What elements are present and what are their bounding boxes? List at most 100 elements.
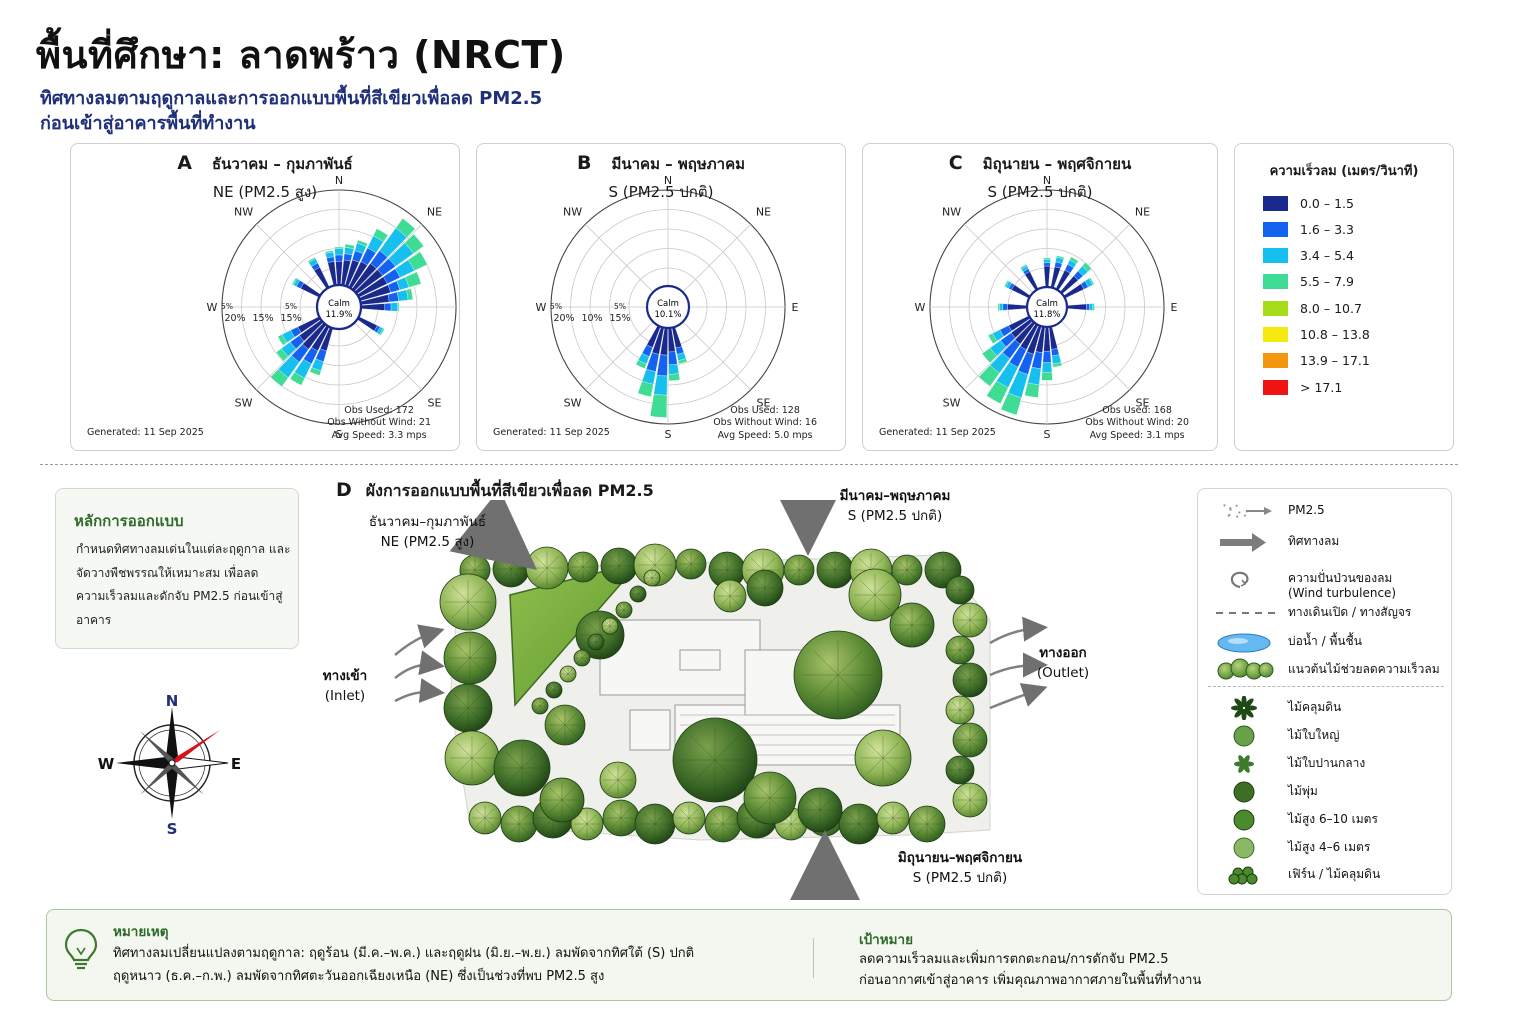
pond-icon — [1216, 630, 1278, 654]
site-legend-label: บ่อน้ำ / พื้นชื้น — [1288, 634, 1362, 649]
tree-canopy — [784, 555, 814, 585]
groundcover-icon — [1216, 696, 1278, 720]
tree-canopy — [839, 804, 879, 844]
ring-label: 5% — [614, 302, 626, 311]
tree-canopy — [494, 740, 550, 796]
site-legend-label: ไม้พุ่ม — [1288, 784, 1318, 799]
compass-label: SW — [235, 396, 253, 409]
tree-canopy — [574, 650, 590, 666]
tree-tall-icon — [1216, 808, 1278, 832]
outlet-label: ทางออก (Outlet) — [1018, 643, 1108, 683]
lightbulb-icon — [63, 926, 99, 970]
wind-rose-bar — [385, 303, 391, 311]
compass-label: W — [207, 301, 218, 314]
large-leaf-icon — [1216, 724, 1278, 748]
panel-direction: NE (PM2.5 สูง) — [71, 180, 459, 204]
generated-date: Generated: 11 Sep 2025 — [493, 427, 610, 438]
legend-label: 5.5 – 7.9 — [1300, 274, 1354, 289]
tree-canopy — [953, 603, 987, 637]
dashed-path-icon — [1216, 601, 1278, 625]
legend-row: 5.5 – 7.9 — [1263, 274, 1354, 290]
panel-letter: C — [949, 152, 963, 174]
ne-wind-label: ธันวาคม–กุมภาพันธ์ NE (PM2.5 สูง) — [355, 512, 500, 552]
wind-rose-bar — [669, 374, 680, 381]
wind-rose-bar — [1043, 351, 1051, 362]
inlet-label: ทางเข้า (Inlet) — [300, 666, 390, 706]
legend-row: 10.8 – 13.8 — [1263, 327, 1370, 343]
site-legend-row: ไม้คลุมดิน — [1198, 696, 1451, 720]
legend-swatch — [1263, 301, 1288, 316]
compass-rose-icon: N S W E — [92, 690, 252, 840]
subtitle-line-1: ทิศทางลมตามฤดูกาลและการออกแบบพื้นที่สีเข… — [40, 86, 542, 111]
page-subtitle: ทิศทางลมตามฤดูกาลและการออกแบบพื้นที่สีเข… — [40, 86, 542, 136]
ring-label: 20% — [553, 313, 574, 324]
tree-canopy — [600, 762, 636, 798]
tree-canopy — [603, 800, 639, 836]
tree-mid-icon — [1216, 836, 1278, 860]
ring-label: 5% — [221, 302, 233, 311]
ne-season: ธันวาคม–กุมภาพันธ์ — [355, 512, 500, 532]
pm25-icon — [1216, 499, 1278, 523]
wind-rose-bar — [1000, 303, 1003, 310]
legend-label: 10.8 – 13.8 — [1300, 327, 1370, 342]
tree-canopy — [545, 705, 585, 745]
turbulence-icon — [1216, 567, 1278, 591]
site-legend-row: PM2.5 — [1198, 499, 1451, 523]
calm-label: Calm — [657, 299, 679, 309]
ring-label: 5% — [285, 302, 297, 311]
tree-canopy — [909, 806, 945, 842]
tree-canopy — [946, 636, 974, 664]
note-separator — [813, 938, 814, 978]
tree-canopy — [676, 549, 706, 579]
tree-canopy — [953, 723, 987, 757]
note-title: หมายเหตุ — [113, 920, 169, 942]
compass-label: NW — [234, 206, 253, 219]
subtitle-line-2: ก่อนเข้าสู่อาคารพื้นที่ทำงาน — [40, 111, 542, 136]
wind-rose-bar — [1042, 362, 1052, 372]
design-principle-box: หลักการออกแบบ กำหนดทิศทางลมเด่นในแต่ละฤด… — [55, 488, 299, 649]
tree-canopy — [673, 802, 705, 834]
medium-leaf-icon — [1216, 752, 1278, 776]
section-divider — [40, 464, 1458, 465]
tree-canopy — [953, 663, 987, 697]
legend-label: 1.6 – 3.3 — [1300, 222, 1354, 237]
bottom-wind-label: มิถุนายน–พฤศจิกายน S (PM2.5 ปกติ) — [880, 848, 1040, 888]
wind-rose-panel-a: Calm11.9%NNEESESSWWNW20%15%15%5%5% Aธันว… — [70, 143, 460, 451]
page-title: พื้นที่ศึกษา: ลาดพร้าว (NRCT) — [36, 24, 566, 85]
calm-value: 11.8% — [1033, 310, 1060, 320]
site-legend-row: ทางเดินเปิด / ทางสัญจร — [1198, 601, 1451, 625]
avg-speed: Avg Speed: 3.3 mps — [327, 430, 431, 443]
site-legend-row: ทิศทางลม — [1198, 530, 1451, 554]
obs-used: Obs Used: 128 — [713, 405, 817, 418]
panel-season: ธันวาคม – กุมภาพันธ์ — [212, 155, 353, 173]
tree-canopy — [855, 730, 911, 786]
goal-line-1: ลดความเร็วลมและเพิ่มการตกตะกอน/การดักจับ… — [859, 948, 1168, 971]
wind-rose-bar — [1086, 304, 1089, 310]
tree-canopy — [501, 806, 537, 842]
site-legend-label: ไม้สูง 4–6 เมตร — [1288, 840, 1370, 855]
legend-swatch — [1263, 222, 1288, 237]
legend-swatch — [1263, 248, 1288, 263]
site-legend-label: เฟิร์น / ไม้คลุมดิน — [1288, 867, 1380, 882]
inlet-en: (Inlet) — [300, 686, 390, 706]
calm-value: 11.9% — [325, 310, 352, 320]
panel-letter: B — [577, 152, 591, 174]
wind-rose-bar — [335, 255, 343, 261]
legend-label: 8.0 – 10.7 — [1300, 301, 1362, 316]
wind-rose-bar — [1043, 258, 1050, 260]
compass-label: S — [665, 428, 672, 441]
shrub-icon — [1216, 780, 1278, 804]
site-legend-row: ไม้ใบปานกลาง — [1198, 752, 1451, 776]
obs-stats: Obs Used: 168 Obs Without Wind: 20 Avg S… — [1085, 405, 1189, 443]
compass-w: W — [98, 755, 115, 773]
calm-value: 10.1% — [654, 310, 681, 320]
windbreak-icon — [1216, 658, 1278, 682]
tree-canopy — [953, 783, 987, 817]
inlet-text: ทางเข้า — [300, 666, 390, 686]
tree-canopy — [635, 804, 675, 844]
tree-canopy — [714, 580, 746, 612]
legend-row: 13.9 – 17.1 — [1263, 353, 1370, 369]
note-line-2: ฤดูหนาว (ธ.ค.–ก.พ.) ลมพัดจากทิศตะวันออกเ… — [113, 965, 604, 988]
tree-canopy — [877, 802, 909, 834]
ne-direction: NE (PM2.5 สูง) — [355, 532, 500, 552]
